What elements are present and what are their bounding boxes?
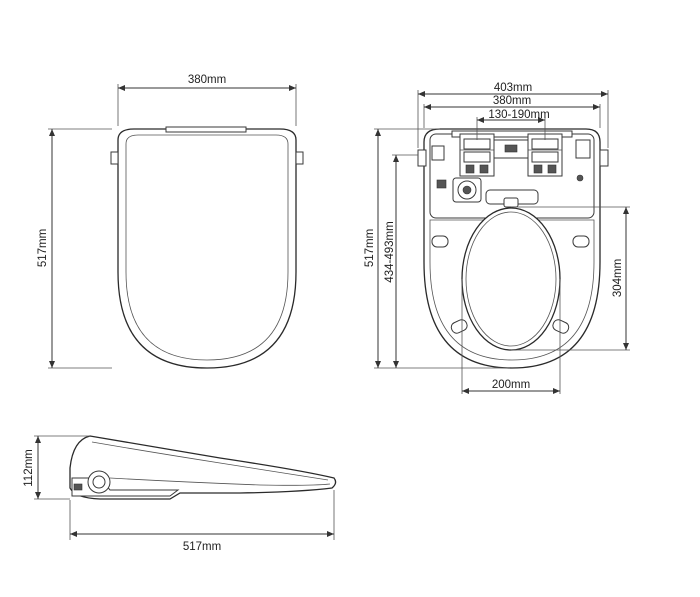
right-upper-bumper (572, 235, 590, 248)
top-opening-width-label: 200mm (492, 379, 530, 391)
top-mount-spacing-label: 130-190mm (488, 109, 549, 121)
left-mounting-bracket (459, 133, 495, 177)
side-hinge-inner (92, 475, 106, 489)
right-sensor-dot (576, 174, 584, 182)
seat-inner-edge (429, 219, 595, 361)
hinge-cover (165, 126, 247, 133)
lid-inner-edge (125, 134, 289, 361)
top-rail (451, 130, 573, 138)
side-height-label: 112mm (23, 449, 35, 487)
top-opening-length-label: 304mm (612, 259, 624, 297)
right-mounting-bracket (527, 133, 563, 177)
top-mount-range-label: 434-493mm (384, 221, 396, 282)
side-view: 112mm 517mm (23, 435, 337, 553)
front-length-label: 517mm (37, 229, 49, 267)
side-lid-upper-edge (91, 441, 329, 481)
seat-opening-inner (465, 211, 557, 347)
left-port (436, 179, 447, 189)
side-bracket-slot (73, 483, 83, 491)
seat-opening-outer (461, 207, 561, 351)
front-view: 380mm 517mm (37, 74, 304, 369)
side-lid-lower-edge (109, 477, 331, 486)
left-lower-bumper (450, 319, 468, 334)
nozzle-tip (503, 197, 519, 208)
front-width-label: 380mm (188, 74, 226, 86)
side-length-label: 517mm (183, 541, 221, 553)
top-width-label: 380mm (493, 95, 531, 107)
center-connector (504, 144, 518, 153)
left-hinge-post (417, 149, 427, 167)
right-lower-bumper (552, 319, 570, 334)
lid-outline (117, 128, 297, 369)
top-length-label: 517mm (364, 229, 376, 267)
left-hinge-stub (110, 151, 119, 165)
side-lid-outline (69, 435, 337, 500)
right-bolt-block (575, 139, 591, 159)
left-bolt-block (431, 145, 445, 161)
right-hinge-post (599, 149, 609, 167)
top-view: 403mm 380mm 130-190mm 517mm 434-493mm 20… (364, 82, 630, 394)
top-overall-width-label: 403mm (494, 82, 532, 94)
right-hinge-stub (295, 151, 304, 165)
left-upper-bumper (431, 235, 449, 248)
fan-module (452, 177, 482, 203)
